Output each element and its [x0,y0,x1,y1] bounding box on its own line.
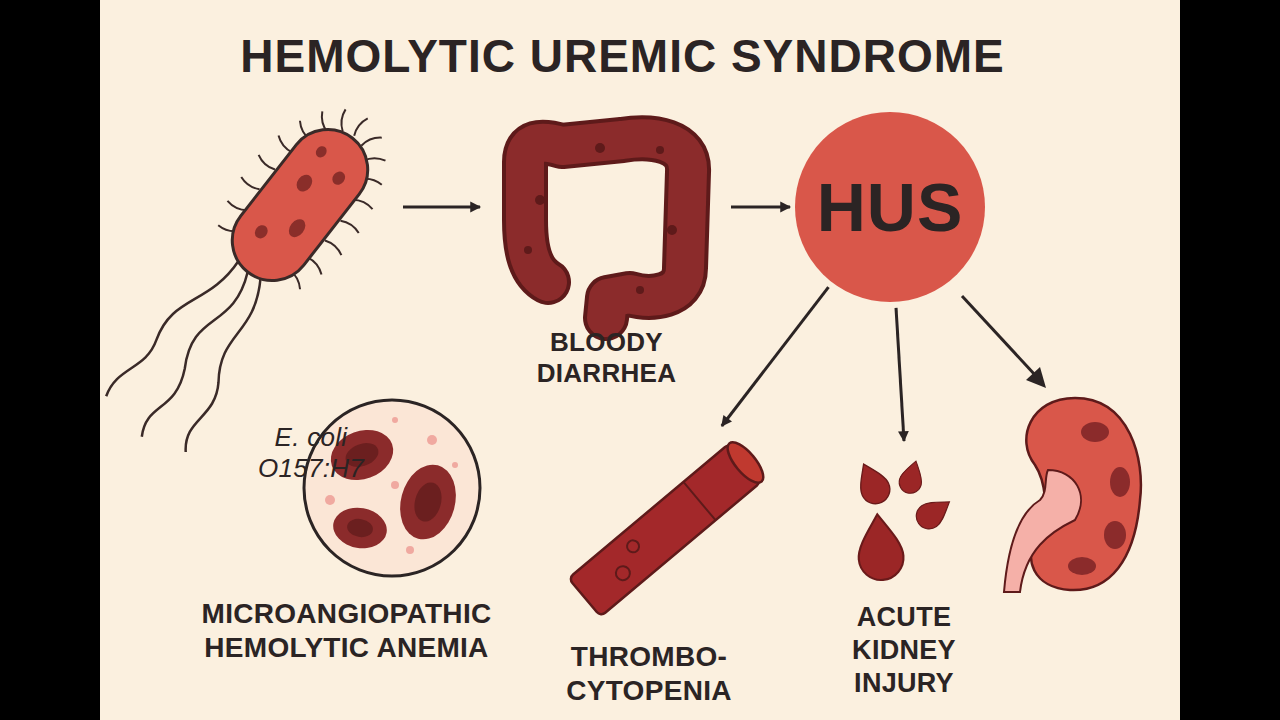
arrow [1026,367,1046,388]
blood-vessel-icon [568,437,769,617]
blood-smear-icon [406,546,414,554]
blood-smear-icon [392,458,464,545]
organism-label: E. coli O157:H7 [222,115,400,485]
blood-vessel-icon [722,437,769,488]
blood-smear-icon [427,435,437,445]
blood-smear-icon [410,479,445,524]
blood-drops-icon [911,491,956,534]
colon-icon [595,143,605,153]
node-title: HUS [817,166,964,249]
blood-vessel-icon [568,437,769,617]
bacterium-icon [352,117,368,136]
blood-smear-icon [452,462,458,468]
node-label: THROMBO- CYTOPENIA [549,640,749,708]
blood-drops-icon [851,458,895,509]
colon-icon [667,225,677,235]
kidney-icon [1004,398,1141,592]
bacterium-icon [257,155,276,171]
colon-icon [524,246,532,254]
blood-smear-icon [392,417,398,423]
blood-drops-icon [855,512,905,581]
bacterium-icon [293,172,315,195]
blood-smear-icon [330,504,390,553]
arrow [403,206,480,209]
bacterium-icon [340,218,359,234]
blood-vessel-icon [625,538,642,555]
blood-smear-icon [346,517,375,539]
blood-vessel-icon [568,443,761,616]
blood-drops-icon [897,458,927,496]
circle-shape [795,112,985,302]
kidney-icon [1004,470,1081,592]
arrow [722,287,829,426]
kidney-icon [1068,557,1096,575]
bacterium-icon [330,169,348,187]
blood-smear-icon [330,504,390,553]
node-label: BLOODY DIARRHEA [489,327,724,390]
arrow [731,206,790,209]
node-label: E. coli O157:H7 [226,422,396,485]
bacterium-icon [216,113,384,296]
kidney-icon [1081,422,1109,442]
colon-icon [535,195,545,205]
finding-label: MICROANGIOPATHIC HEMOLYTIC ANEMIA [170,395,523,665]
bacterium-icon [240,176,259,192]
node-label: MICROANGIOPATHIC HEMOLYTIC ANEMIA [174,597,519,665]
finding-label: THROMBO- CYTOPENIA [545,430,753,708]
colon-icon [636,286,644,294]
blood-smear-icon [391,481,399,489]
blood-vessel-icon [683,482,715,520]
symptom-label: BLOODY DIARRHEA [485,110,728,390]
colon-icon [524,138,688,318]
bacterium-icon [361,131,381,153]
arrow [962,296,1036,376]
kidney-icon [1110,467,1130,497]
bacterium-icon [314,144,329,160]
colon-icon [525,138,688,318]
bacterium-icon [324,239,343,255]
finding-label: ACUTE KIDNEY INJURY [840,445,968,700]
arrow [962,296,1046,388]
blood-smear-icon [325,495,335,505]
kidney-icon [1104,521,1126,549]
arrow [896,308,904,441]
bacterium-icon [252,223,270,241]
colon-icon [525,138,688,318]
blood-drops-icon [851,458,957,582]
node-label: ACUTE KIDNEY INJURY [844,601,964,700]
bacterium-icon [334,109,354,131]
blood-vessel-icon [613,563,633,583]
title: HEMOLYTIC UREMIC SYNDROME [160,30,1085,83]
hus-circle: HUS [795,112,985,302]
bacterium-icon [209,79,418,296]
bacterium-icon [285,216,308,240]
blood-smear-icon [392,458,464,545]
bacterium-icon [104,247,238,410]
colon-icon [656,146,664,154]
